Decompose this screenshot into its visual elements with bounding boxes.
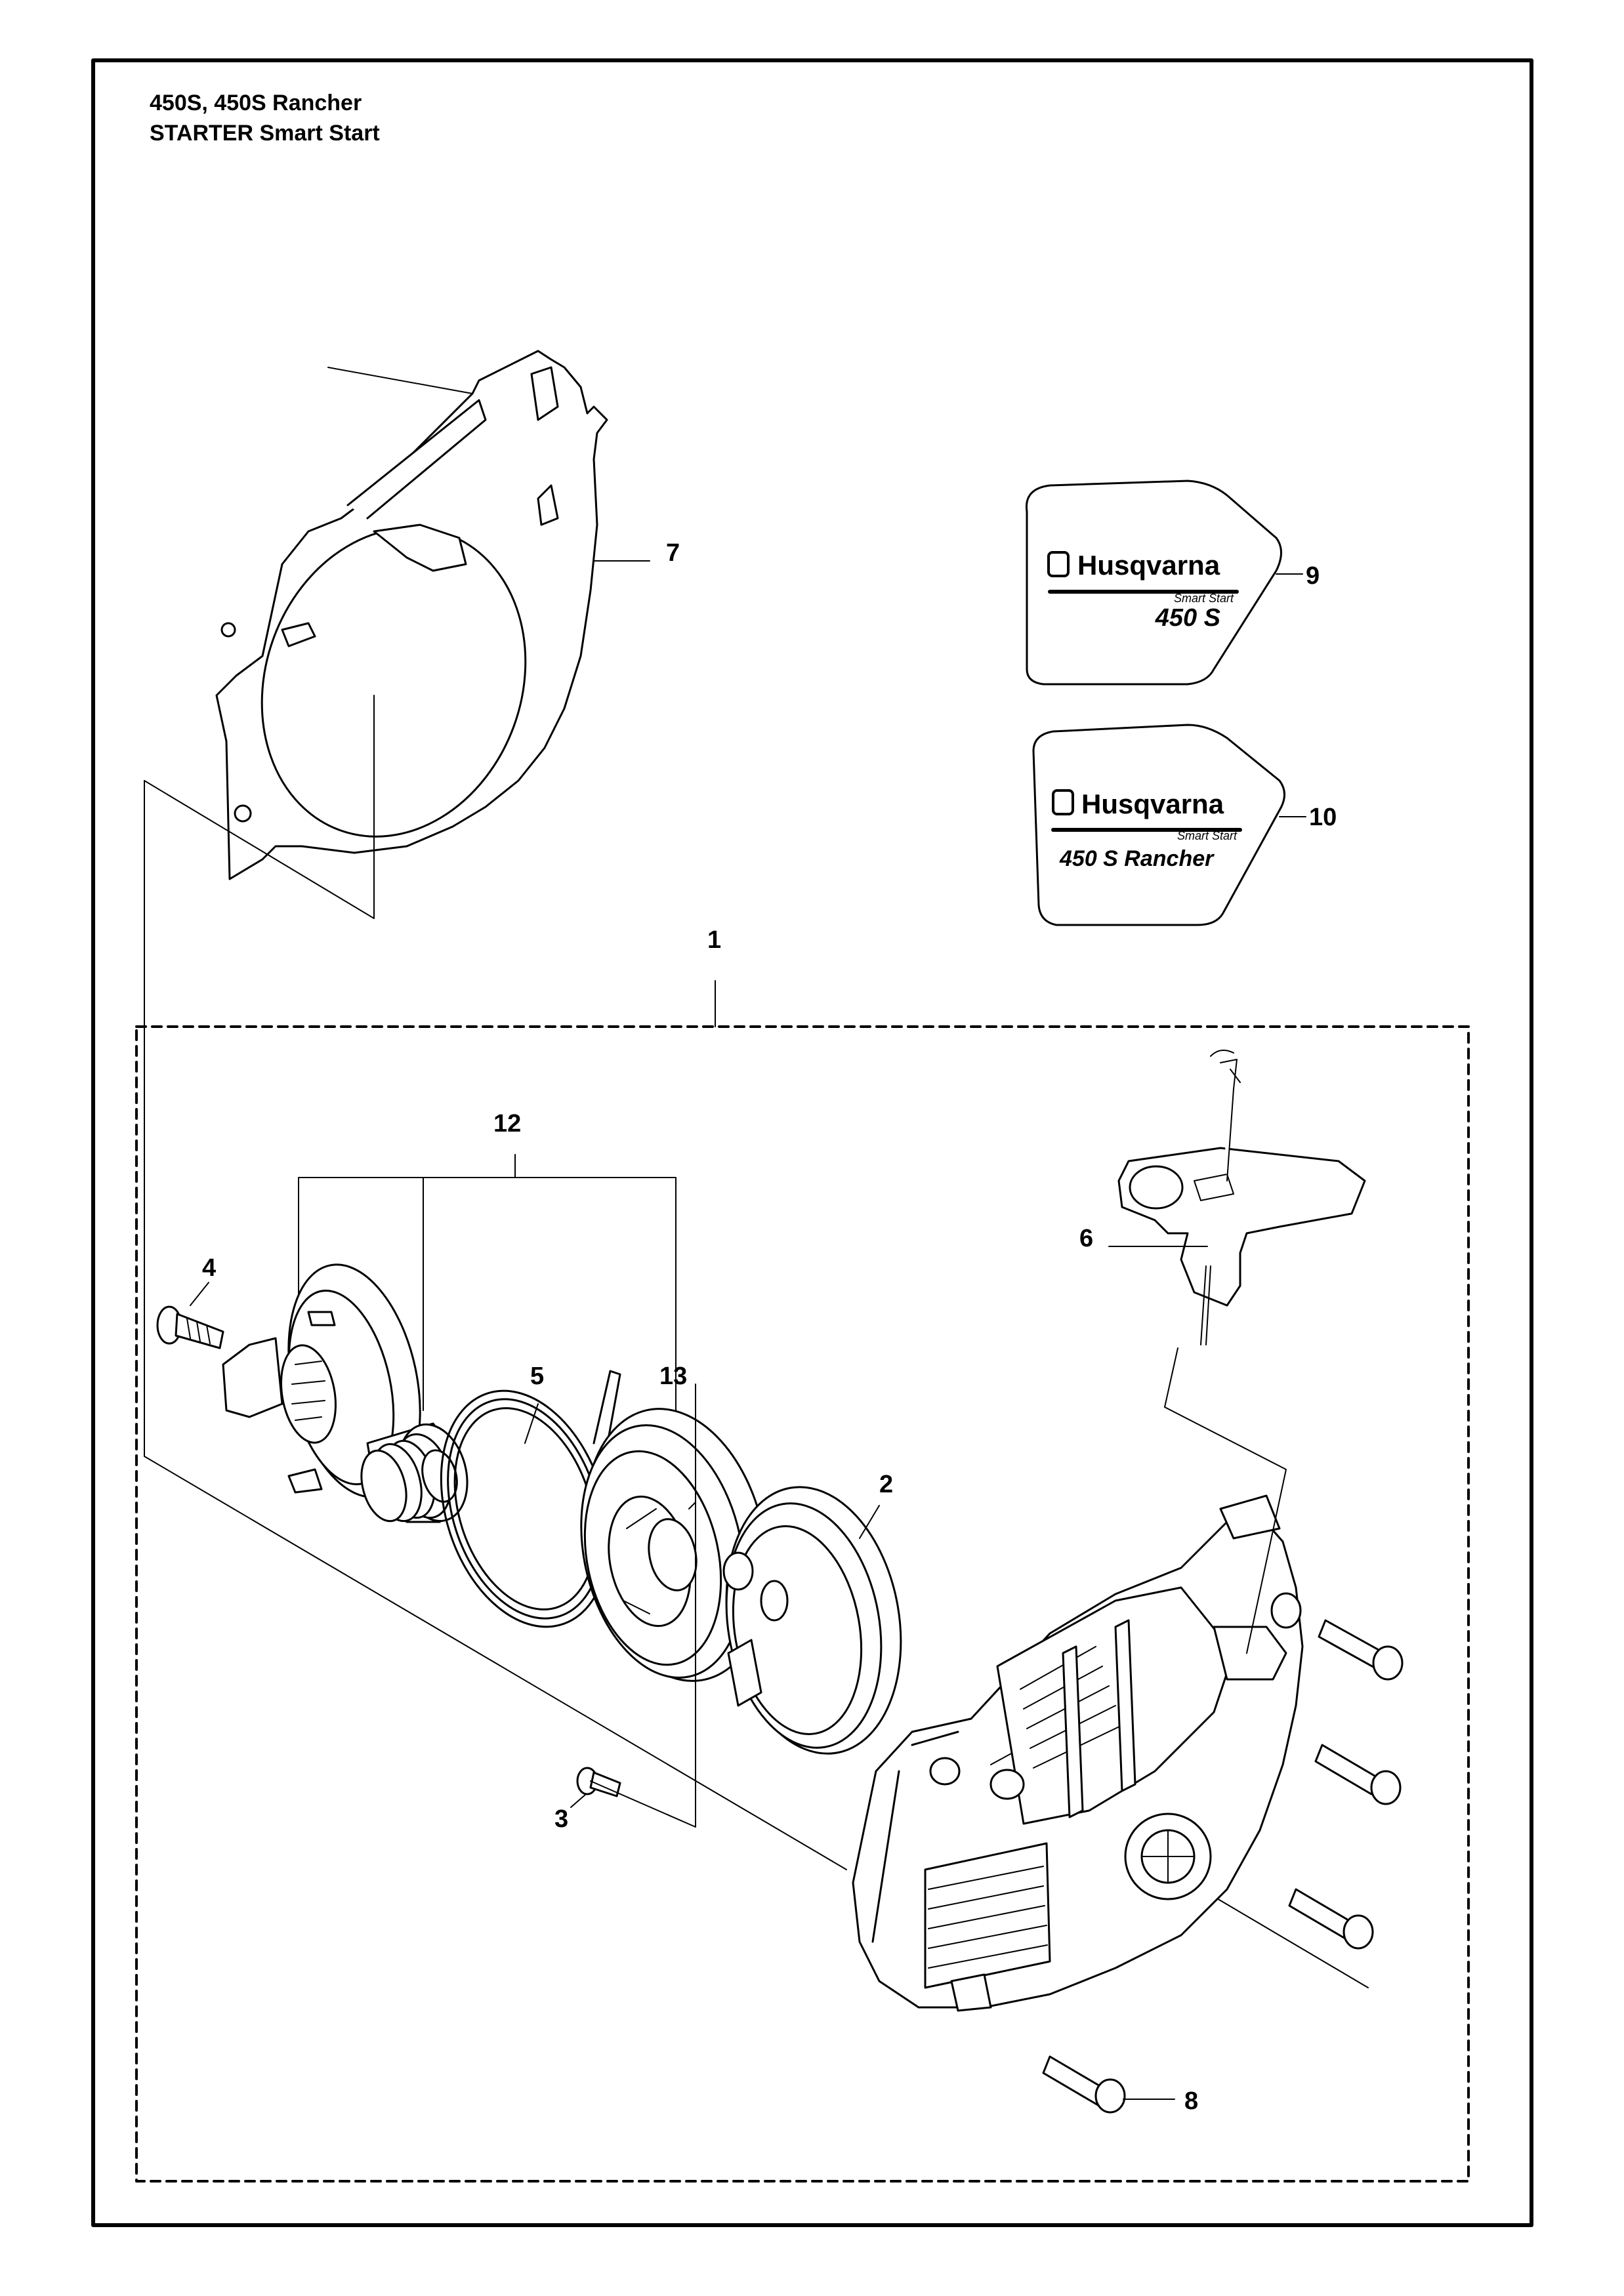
callout-6: 6: [1079, 1225, 1093, 1252]
decal-9: Husqvarna Smart Start 450 S: [1025, 480, 1282, 686]
part-2-starter-cup: [722, 1486, 902, 1755]
decal-10: Husqvarna Smart Start 450 S Rancher: [1032, 724, 1285, 926]
leader-3: [570, 1794, 587, 1808]
part-6-starter-handle: [1117, 1050, 1366, 1345]
callout-8: 7: [666, 539, 680, 567]
assembly-boundary: [135, 1025, 1470, 2183]
part-7-screws: [1042, 1619, 1404, 2114]
callout-9: 9: [1306, 562, 1320, 590]
decal-9-model: 450 S: [1155, 604, 1220, 632]
leader-8-box: [144, 695, 375, 1457]
leader-12: [298, 1154, 677, 1411]
assembly-title: STARTER Smart Start: [150, 121, 380, 146]
part-13-coil-spring: [360, 1422, 468, 1523]
leader-6-box: [1164, 1347, 1287, 1654]
leader-5: [524, 1403, 539, 1444]
starter-housing: [852, 1494, 1304, 2012]
assembly-axis-line: [144, 1456, 847, 1870]
callout-13: 13: [659, 1363, 687, 1390]
decal-9-brand: Husqvarna: [1077, 550, 1220, 581]
decal-9-tagline: Smart Start: [1174, 592, 1234, 605]
page-frame: [91, 58, 1533, 2227]
leader-4: [190, 1282, 209, 1306]
part-4-screw: [156, 1305, 224, 1349]
part-3-screw: [576, 1767, 621, 1797]
callout-7: 8: [1184, 2087, 1198, 2115]
leader-3-box: [590, 1384, 696, 1828]
callout-5: 5: [530, 1363, 544, 1390]
leader-2: [859, 1505, 880, 1539]
decal-10-tagline: Smart Start: [1177, 829, 1238, 842]
decal-10-brand: Husqvarna: [1081, 789, 1224, 819]
part-8-fan-cover: [215, 350, 608, 880]
part-13-pulley: [580, 1408, 768, 1682]
callout-2: 2: [879, 1471, 893, 1498]
callout-12: 12: [493, 1110, 521, 1138]
callout-10: 10: [1309, 804, 1337, 831]
decal-10-model: 450 S Rancher: [1059, 846, 1215, 871]
callout-3: 3: [554, 1805, 568, 1833]
model-title: 450S, 450S Rancher: [150, 91, 362, 115]
callout-1: 1: [707, 926, 721, 954]
callout-4: 4: [202, 1254, 216, 1282]
